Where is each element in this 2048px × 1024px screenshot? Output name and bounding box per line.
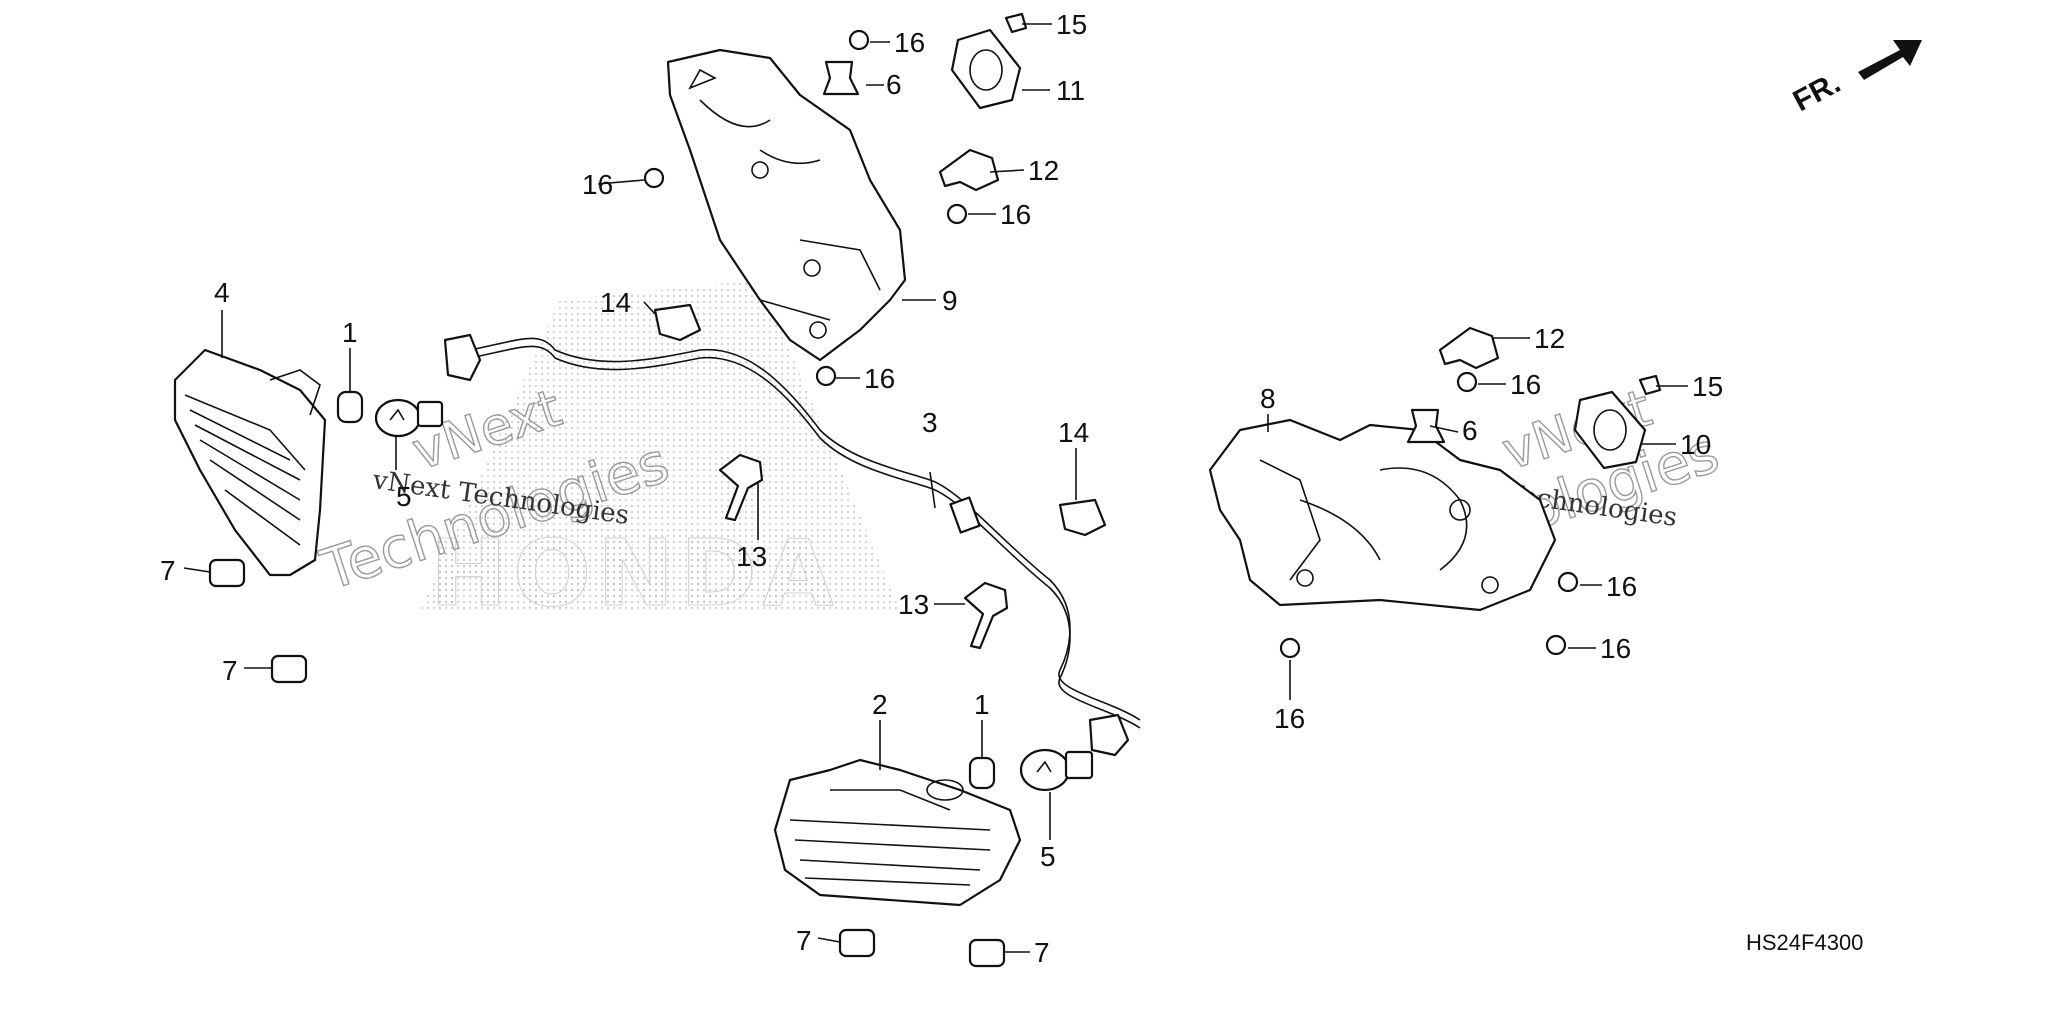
part-12-clamp-upper bbox=[938, 148, 1000, 192]
callout-15: 15 bbox=[1692, 371, 1723, 402]
callout-5: 5 bbox=[1040, 841, 1056, 872]
part-screws bbox=[643, 12, 1662, 659]
part-11-gasket bbox=[950, 28, 1022, 110]
callout-16: 16 bbox=[1600, 633, 1631, 664]
callout-6: 6 bbox=[886, 69, 902, 100]
callout-14: 14 bbox=[600, 287, 631, 318]
callout-13: 13 bbox=[898, 589, 929, 620]
leader-lines bbox=[183, 23, 1688, 953]
callout-16: 16 bbox=[864, 363, 895, 394]
callout-1: 1 bbox=[974, 689, 990, 720]
callout-1: 1 bbox=[342, 317, 358, 348]
part-8-right-bracket bbox=[1208, 418, 1557, 612]
callout-16: 16 bbox=[1274, 703, 1305, 734]
part-4-left-turn-lamp bbox=[173, 348, 327, 577]
callout-7: 7 bbox=[796, 925, 812, 956]
part-14-clip-right bbox=[1058, 498, 1107, 537]
front-direction-arrow: FR. bbox=[1788, 40, 1922, 118]
callout-2: 2 bbox=[872, 689, 888, 720]
part-12-clamp-right bbox=[1438, 326, 1500, 370]
part-6-mount-right bbox=[1406, 408, 1446, 444]
callout-15: 15 bbox=[1056, 9, 1087, 40]
part-13-tie-right bbox=[963, 581, 1009, 650]
front-marker-label: FR. bbox=[1788, 66, 1846, 118]
callout-11: 11 bbox=[1056, 75, 1085, 106]
callout-13: 13 bbox=[736, 541, 767, 572]
part-14-clip-upper bbox=[653, 303, 702, 342]
callout-16: 16 bbox=[1606, 571, 1637, 602]
callout-16: 16 bbox=[582, 169, 613, 200]
callout-16: 16 bbox=[1000, 199, 1031, 230]
callout-8: 8 bbox=[1260, 383, 1276, 414]
callout-6: 6 bbox=[1462, 415, 1478, 446]
brand-backdrop-text: HONDA bbox=[430, 520, 840, 627]
callout-7: 7 bbox=[222, 655, 238, 686]
part-6-mount-upper bbox=[822, 60, 860, 96]
callout-12: 12 bbox=[1028, 155, 1059, 186]
callout-4: 4 bbox=[214, 277, 230, 308]
part-1-socket-right bbox=[968, 756, 996, 790]
callout-16: 16 bbox=[1510, 369, 1541, 400]
callout-3: 3 bbox=[922, 407, 938, 438]
diagram-code: HS24F4300 bbox=[1746, 930, 1863, 955]
front-arrow-icon bbox=[1858, 40, 1922, 80]
callouts: 1 1 2 3 4 5 5 6 6 7 7 7 7 8 9 10 11 12 1… bbox=[160, 9, 1723, 968]
part-7-grommets bbox=[208, 558, 1006, 968]
part-5-bulb-right bbox=[1019, 748, 1094, 792]
callout-10: 10 bbox=[1680, 429, 1711, 460]
part-10-gasket bbox=[1573, 390, 1647, 470]
callout-12: 12 bbox=[1534, 323, 1565, 354]
brand-backdrop: HONDA bbox=[420, 280, 900, 628]
callout-9: 9 bbox=[942, 285, 958, 316]
part-5-bulb-left bbox=[374, 398, 444, 438]
part-1-socket-left bbox=[336, 390, 364, 424]
part-9-cover-bracket bbox=[666, 48, 907, 362]
part-3-wire-harness bbox=[443, 333, 1141, 757]
callout-5: 5 bbox=[396, 481, 412, 512]
callout-16: 16 bbox=[894, 27, 925, 58]
callout-7: 7 bbox=[160, 555, 176, 586]
callout-7: 7 bbox=[1034, 937, 1050, 968]
part-2-right-turn-lamp bbox=[773, 758, 1022, 907]
callout-14: 14 bbox=[1058, 417, 1089, 448]
part-13-tie-left bbox=[718, 453, 764, 522]
